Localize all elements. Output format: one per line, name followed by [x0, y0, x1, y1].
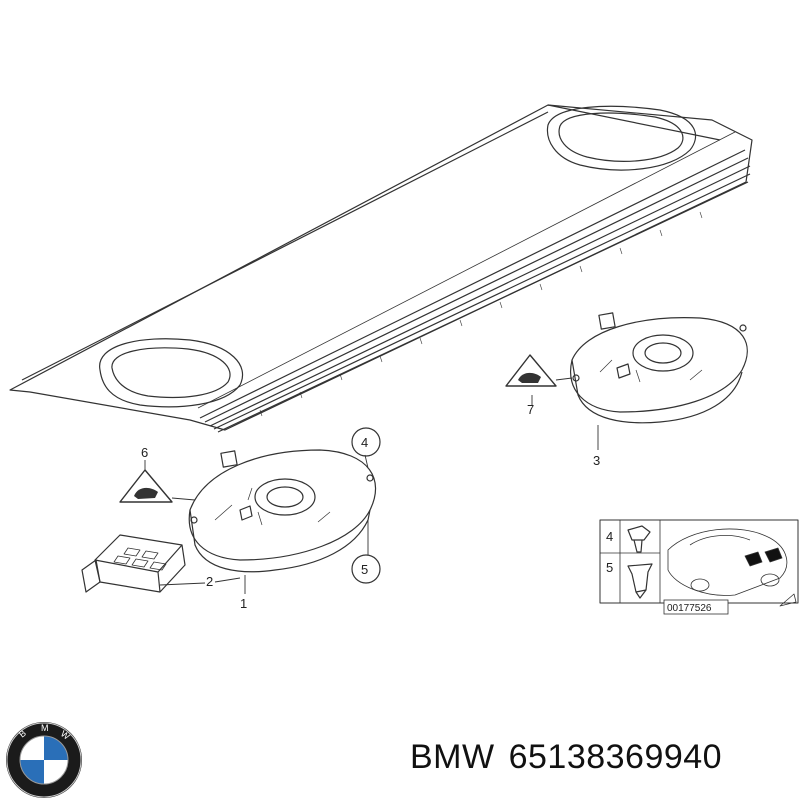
left-speaker [188, 449, 377, 573]
right-speaker-cutout [546, 105, 697, 171]
clip-nut-icon [627, 563, 653, 599]
amplifier-module [81, 534, 186, 593]
parcel-shelf [9, 104, 753, 433]
callout-5: 5 [361, 562, 368, 577]
brand-name: BMW [410, 738, 495, 776]
bmw-logo: B M W [6, 722, 82, 798]
callout-6: 6 [141, 445, 148, 460]
part-caption: BMW 65138369940 [410, 738, 736, 777]
callout-4: 4 [361, 435, 368, 450]
warning-label-7 [505, 354, 557, 387]
fastener-inset [599, 519, 799, 607]
inset-diagram-code: 00177526 [667, 603, 712, 614]
right-speaker [570, 312, 748, 424]
callout-4-circle [351, 427, 381, 457]
svg-text:B: B [17, 728, 28, 740]
left-speaker-cutout [99, 338, 244, 408]
callout-5-circle [351, 554, 381, 584]
warning-label-6 [119, 469, 173, 503]
part-number: 65138369940 [508, 738, 723, 776]
svg-text:M: M [41, 723, 49, 733]
callout-3: 3 [593, 453, 600, 468]
car-silhouette-icon [667, 528, 788, 596]
inset-row-4: 4 [606, 529, 613, 544]
inset-row-5: 5 [606, 560, 613, 575]
callout-1: 1 [240, 596, 247, 611]
callout-2: 2 [206, 574, 213, 589]
screw-icon [627, 525, 651, 553]
callout-7: 7 [527, 402, 534, 417]
